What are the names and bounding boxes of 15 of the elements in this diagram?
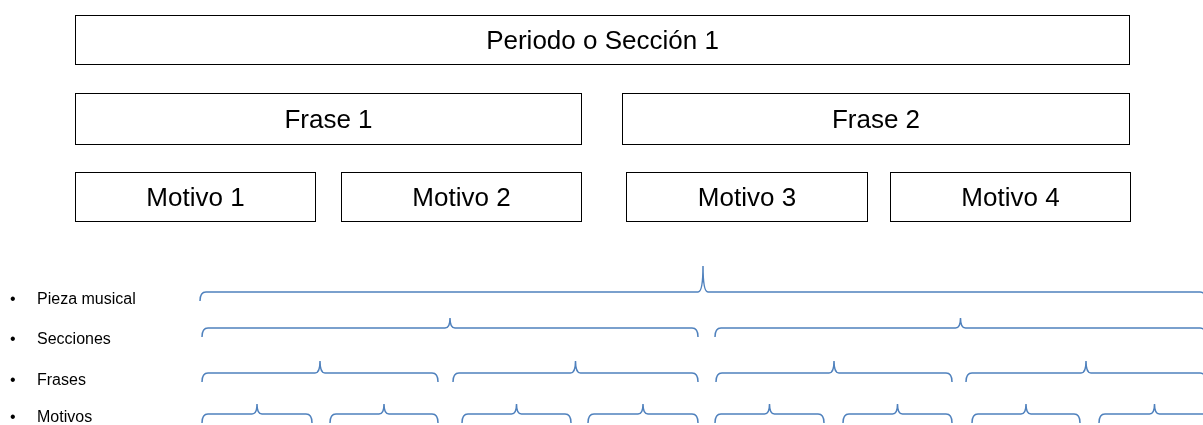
text-box: Motivo 3 [626, 172, 868, 222]
bullet-mark: • [10, 330, 16, 348]
text-box: Periodo o Sección 1 [75, 15, 1130, 65]
bullet-mark: • [10, 371, 16, 389]
text-box: Frase 2 [622, 93, 1130, 145]
list-item-text: Motivos [37, 408, 93, 425]
text-box: Motivo 1 [75, 172, 316, 222]
list-item-text: Secciones [37, 330, 111, 348]
list-item-text: Frases [37, 371, 86, 389]
text-box: Motivo 2 [341, 172, 582, 222]
bullet-mark: • [10, 290, 16, 308]
list-item-text: Pieza musical [37, 290, 136, 308]
text-box: Frase 1 [75, 93, 582, 145]
text-box: Motivo 4 [890, 172, 1131, 222]
bullet-mark: • [10, 408, 16, 425]
